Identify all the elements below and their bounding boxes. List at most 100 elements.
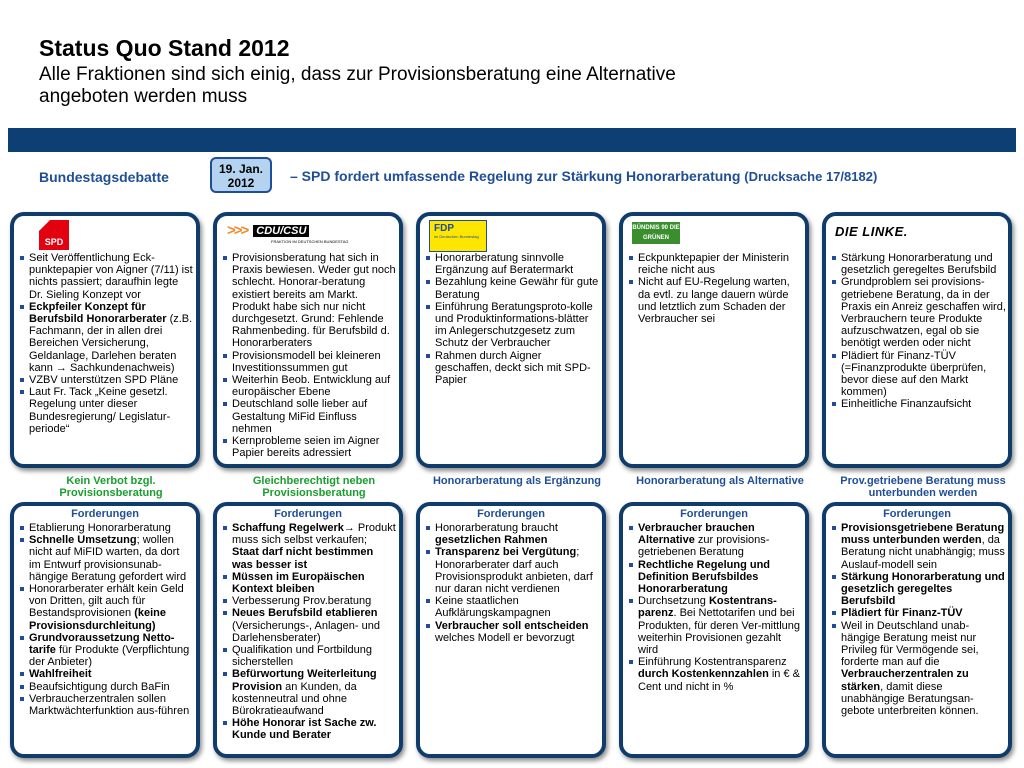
bullet-item: Deutschland solle lieber auf Gestaltung … — [223, 398, 397, 435]
bullet-text: Rechtliche Regelung und Definition Beruf… — [638, 558, 771, 596]
bullet-text: gesetzlichen Rahmen — [435, 534, 548, 547]
bullet-text: Honorarberatung sinnvolle Ergänzung auf … — [435, 252, 574, 277]
page-title: Status Quo Stand 2012 — [39, 35, 290, 61]
party-items-cdu-csu: Provisionsberatung hat sich in Praxis be… — [223, 252, 397, 459]
bullet-text: Einheitliche Finanzaufsicht — [841, 398, 972, 411]
spd-logo: SPD — [39, 220, 69, 250]
bullet-item: Provisionsberatung hat sich in Praxis be… — [223, 252, 397, 350]
bullet-item: VZBV unterstützen SPD Pläne — [20, 374, 194, 386]
bullet-text: VZBV unterstützen SPD Pläne — [29, 374, 179, 387]
bullet-item: Müssen im Europäischen Kontext bleiben — [223, 571, 397, 595]
bullet-item: Honorarberater erhält kein Geld von Drit… — [20, 583, 194, 632]
bullet-item: Laut Fr. Tack „Keine gesetzl. Regelung u… — [20, 386, 194, 435]
bullet-text: Provisionsberatung hat sich in Praxis be… — [232, 252, 396, 350]
bullet-text: Plädiert für Finanz-TÜV (=Finanzprodukte… — [841, 349, 987, 399]
position-label-spd: Kein Verbot bzgl. Provisionsberatung — [59, 475, 163, 499]
cdu-csu-logo-sub: FRAKTION IM DEUTSCHEN BUNDESTAG — [271, 239, 349, 244]
position-label-gruene: Honorarberatung als Alternative — [636, 475, 804, 487]
bullet-text: Beaufsichtigung durch BaFin — [29, 680, 170, 693]
bullet-item: Verbraucher soll entscheiden welches Mod… — [426, 620, 600, 644]
header-bar — [8, 128, 1016, 152]
spd-logo-text: SPD — [45, 237, 64, 247]
bullet-text: Grundvoraussetzung Netto-tarife — [29, 631, 175, 657]
bullet-item: Eckpunktepapier der Ministerin reiche ni… — [629, 252, 803, 276]
bullet-item: Einführung Beratungsproto-kolle und Prod… — [426, 301, 600, 350]
bullet-item: Nicht auf EU-Regelung warten, da evtl. z… — [629, 276, 803, 325]
bullet-item: Keine staatlichen Aufklärungskampagnen — [426, 595, 600, 619]
bullet-text: Transparenz bei Vergütung — [435, 546, 577, 559]
fdp-logo-text: FDP — [434, 223, 454, 234]
bullet-item: Grundvoraussetzung Netto-tarife für Prod… — [20, 632, 194, 669]
bullet-item: Höhe Honorar ist Sache zw. Kunde und Ber… — [223, 717, 397, 741]
bullet-text: Etablierung Honorarberatung — [29, 522, 171, 534]
bullet-text: Verbraucher brauchen Alternative — [638, 522, 755, 547]
forderungen-items-linke: Provisionsgetriebene Beratung muss unter… — [832, 522, 1006, 717]
bullet-text: Höhe Honorar ist Sache zw. Kunde und Ber… — [232, 717, 377, 742]
date-line-1: 19. Jan. — [218, 162, 264, 176]
bullet-text: Staat darf nicht bestimmen was besser is… — [232, 546, 374, 571]
party-card-linke: DIE LINKE. Stärkung Honorarberatung und … — [822, 212, 1012, 468]
bullet-text: Neues Berufsbild etablieren — [232, 607, 378, 620]
bullet-text: an Kunden, da kostenneutral und ohne Bür… — [232, 680, 357, 718]
party-card-spd: SPD Seit Veröffentlichung Eck-punktepapi… — [10, 212, 200, 468]
bullet-text: Verbraucherzentralen sollen Marktwächter… — [29, 692, 190, 718]
bullet-text: Qualifikation und Fortbildung sicherstel… — [232, 644, 373, 669]
bullet-text: Kernprobleme seien im Aigner Papier bere… — [232, 435, 380, 460]
bullet-item: Stärkung Honorarberatung und gesetzlich … — [832, 252, 1006, 276]
bullet-item: Honorarberatung sinnvolle Ergänzung auf … — [426, 252, 600, 276]
bullet-item: Neues Berufsbild etablieren (Versicherun… — [223, 607, 397, 644]
fdp-logo-sub: im Deutschen Bundestag — [434, 234, 479, 239]
bullet-text: Müssen im Europäischen Kontext bleiben — [232, 570, 365, 596]
bullet-text: Verbesserung Prov.beratung — [232, 595, 372, 608]
bullet-text: Einführung Beratungsproto-kolle und Prod… — [435, 300, 593, 350]
fdp-logo: FDP im Deutschen Bundestag — [429, 220, 487, 252]
forderungen-items-gruene: Verbraucher brauchen Alternative zur pro… — [629, 522, 803, 693]
bullet-text: Stärkung Honorarberatung und gesetzlich … — [841, 570, 1005, 608]
bullet-item: Plädiert für Finanz-TÜV — [832, 607, 1006, 619]
bullet-text: , damit diese unabhängige Beratungsan-ge… — [841, 680, 979, 718]
bullet-text: Verbraucherzentralen zu stärken — [841, 668, 969, 693]
bullet-text: Provisionsgetriebene Beratung muss unter… — [841, 522, 1005, 547]
cdu-csu-logo: >>> CDU/CSU FRAKTION IM DEUTSCHEN BUNDES… — [227, 222, 357, 254]
bullet-item: Grundproblem sei provisions-getriebene B… — [832, 276, 1006, 349]
forderungen-title: Forderungen — [883, 508, 951, 520]
forderungen-card-gruene: Forderungen Verbraucher brauchen Alterna… — [619, 502, 809, 758]
forderungen-card-fdp: Forderungen Honorarberatung braucht gese… — [416, 502, 606, 758]
bullet-text: Wahlfreiheit — [29, 668, 92, 681]
bullet-text: Stärkung Honorarberatung und gesetzlich … — [841, 252, 997, 277]
bullet-item: Plädiert für Finanz-TÜV (=Finanzprodukte… — [832, 350, 1006, 399]
bullet-item: Durchsetzung Kostentrans-parenz. Bei Net… — [629, 595, 803, 656]
cdu-csu-chevrons: >>> — [227, 222, 249, 239]
bullet-text: Bezahlung keine Gewähr für gute Beratung — [435, 276, 599, 301]
debate-reference: (Drucksache 17/8182) — [744, 169, 878, 184]
page-subtitle: Alle Fraktionen sind sich einig, dass zu… — [39, 64, 676, 107]
bullet-text: Rahmen durch Aigner geschaffen, deckt si… — [435, 349, 591, 387]
forderungen-card-linke: Forderungen Provisionsgetriebene Beratun… — [822, 502, 1012, 758]
bullet-item: Einführung Kostentransparenz durch Koste… — [629, 656, 803, 693]
party-items-linke: Stärkung Honorarberatung und gesetzlich … — [832, 252, 1006, 411]
debate-headline-text: – SPD fordert umfassende Regelung zur St… — [290, 168, 741, 184]
bullet-text: für Produkte (Verpflichtung der Anbieter… — [29, 644, 190, 669]
forderungen-items-cdu-csu: Schaffung Regelwerk→ Produkt muss sich s… — [223, 522, 397, 742]
bullet-item: Verbesserung Prov.beratung — [223, 595, 397, 607]
bullet-text: Durchsetzung — [638, 595, 709, 608]
bullet-item: Provisionsgetriebene Beratung muss unter… — [832, 522, 1006, 571]
bullet-text: Honorarberater erhält kein Geld von Drit… — [29, 583, 184, 620]
debate-headline: – SPD fordert umfassende Regelung zur St… — [290, 168, 877, 184]
bullet-text: Grundproblem sei provisions-getriebene B… — [841, 276, 1006, 350]
bullet-item: Wahlfreiheit — [20, 668, 194, 680]
forderungen-items-fdp: Honorarberatung braucht gesetzlichen Rah… — [426, 522, 600, 644]
forderungen-title: Forderungen — [274, 508, 342, 520]
bullet-text: Eckpunktepapier der Ministerin reiche ni… — [638, 252, 790, 277]
forderungen-card-cdu-csu: Forderungen Schaffung Regelwerk→ Produkt… — [213, 502, 403, 758]
bullet-item: Verbraucherzentralen sollen Marktwächter… — [20, 693, 194, 717]
party-items-fdp: Honorarberatung sinnvolle Ergänzung auf … — [426, 252, 600, 386]
position-label-cdu-csu: Gleichberechtigt neben Provisionsberatun… — [252, 475, 376, 499]
bullet-item: Seit Veröffentlichung Eck-punktepapier v… — [20, 252, 194, 301]
bullet-item: Kernprobleme seien im Aigner Papier bere… — [223, 435, 397, 459]
bullet-text: Verbraucher soll entscheiden — [435, 619, 589, 632]
bullet-item: Honorarberatung braucht gesetzlichen Rah… — [426, 522, 600, 546]
bullet-text: Produkt muss sich selbst verkaufen; — [232, 522, 396, 547]
